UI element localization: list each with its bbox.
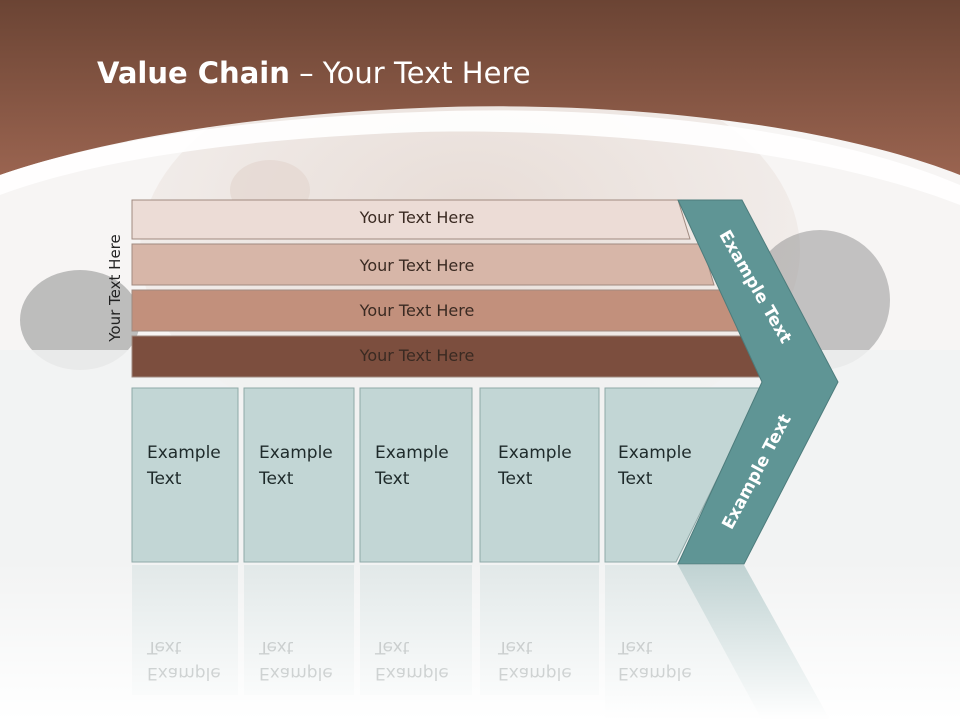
bar-label-3: Your Text Here xyxy=(359,301,475,320)
box-label-2: Example Text xyxy=(259,443,333,489)
box-label-1: Example Text xyxy=(147,443,221,489)
bar-label-1: Your Text Here xyxy=(359,208,475,227)
bar-label-4: Your Text Here xyxy=(359,346,475,365)
example-box-1 xyxy=(131,387,239,563)
box-label-5: Example Text xyxy=(618,443,692,489)
vertical-side-label: Your Text Here xyxy=(106,234,124,342)
box-reflection-2: Example Text xyxy=(259,637,333,683)
title-bold: Value Chain xyxy=(97,56,290,90)
header-band xyxy=(0,0,960,175)
example-box-2 xyxy=(243,387,355,563)
title-rest: – Your Text Here xyxy=(289,56,531,90)
box-reflection-1: Example Text xyxy=(147,637,221,683)
value-bar-2 xyxy=(131,243,715,286)
value-bar-1 xyxy=(131,199,691,240)
example-box-4 xyxy=(479,387,600,563)
box-label-4: Example Text xyxy=(498,443,572,489)
box-reflection-5: Example Text xyxy=(618,637,692,683)
box-reflection-3: Example Text xyxy=(375,637,449,683)
box-label-3: Example Text xyxy=(375,443,449,489)
slide-title: Value Chain – Your Text Here xyxy=(97,56,531,90)
bar-label-2: Your Text Here xyxy=(359,256,475,275)
box-reflection-4: Example Text xyxy=(498,637,572,683)
